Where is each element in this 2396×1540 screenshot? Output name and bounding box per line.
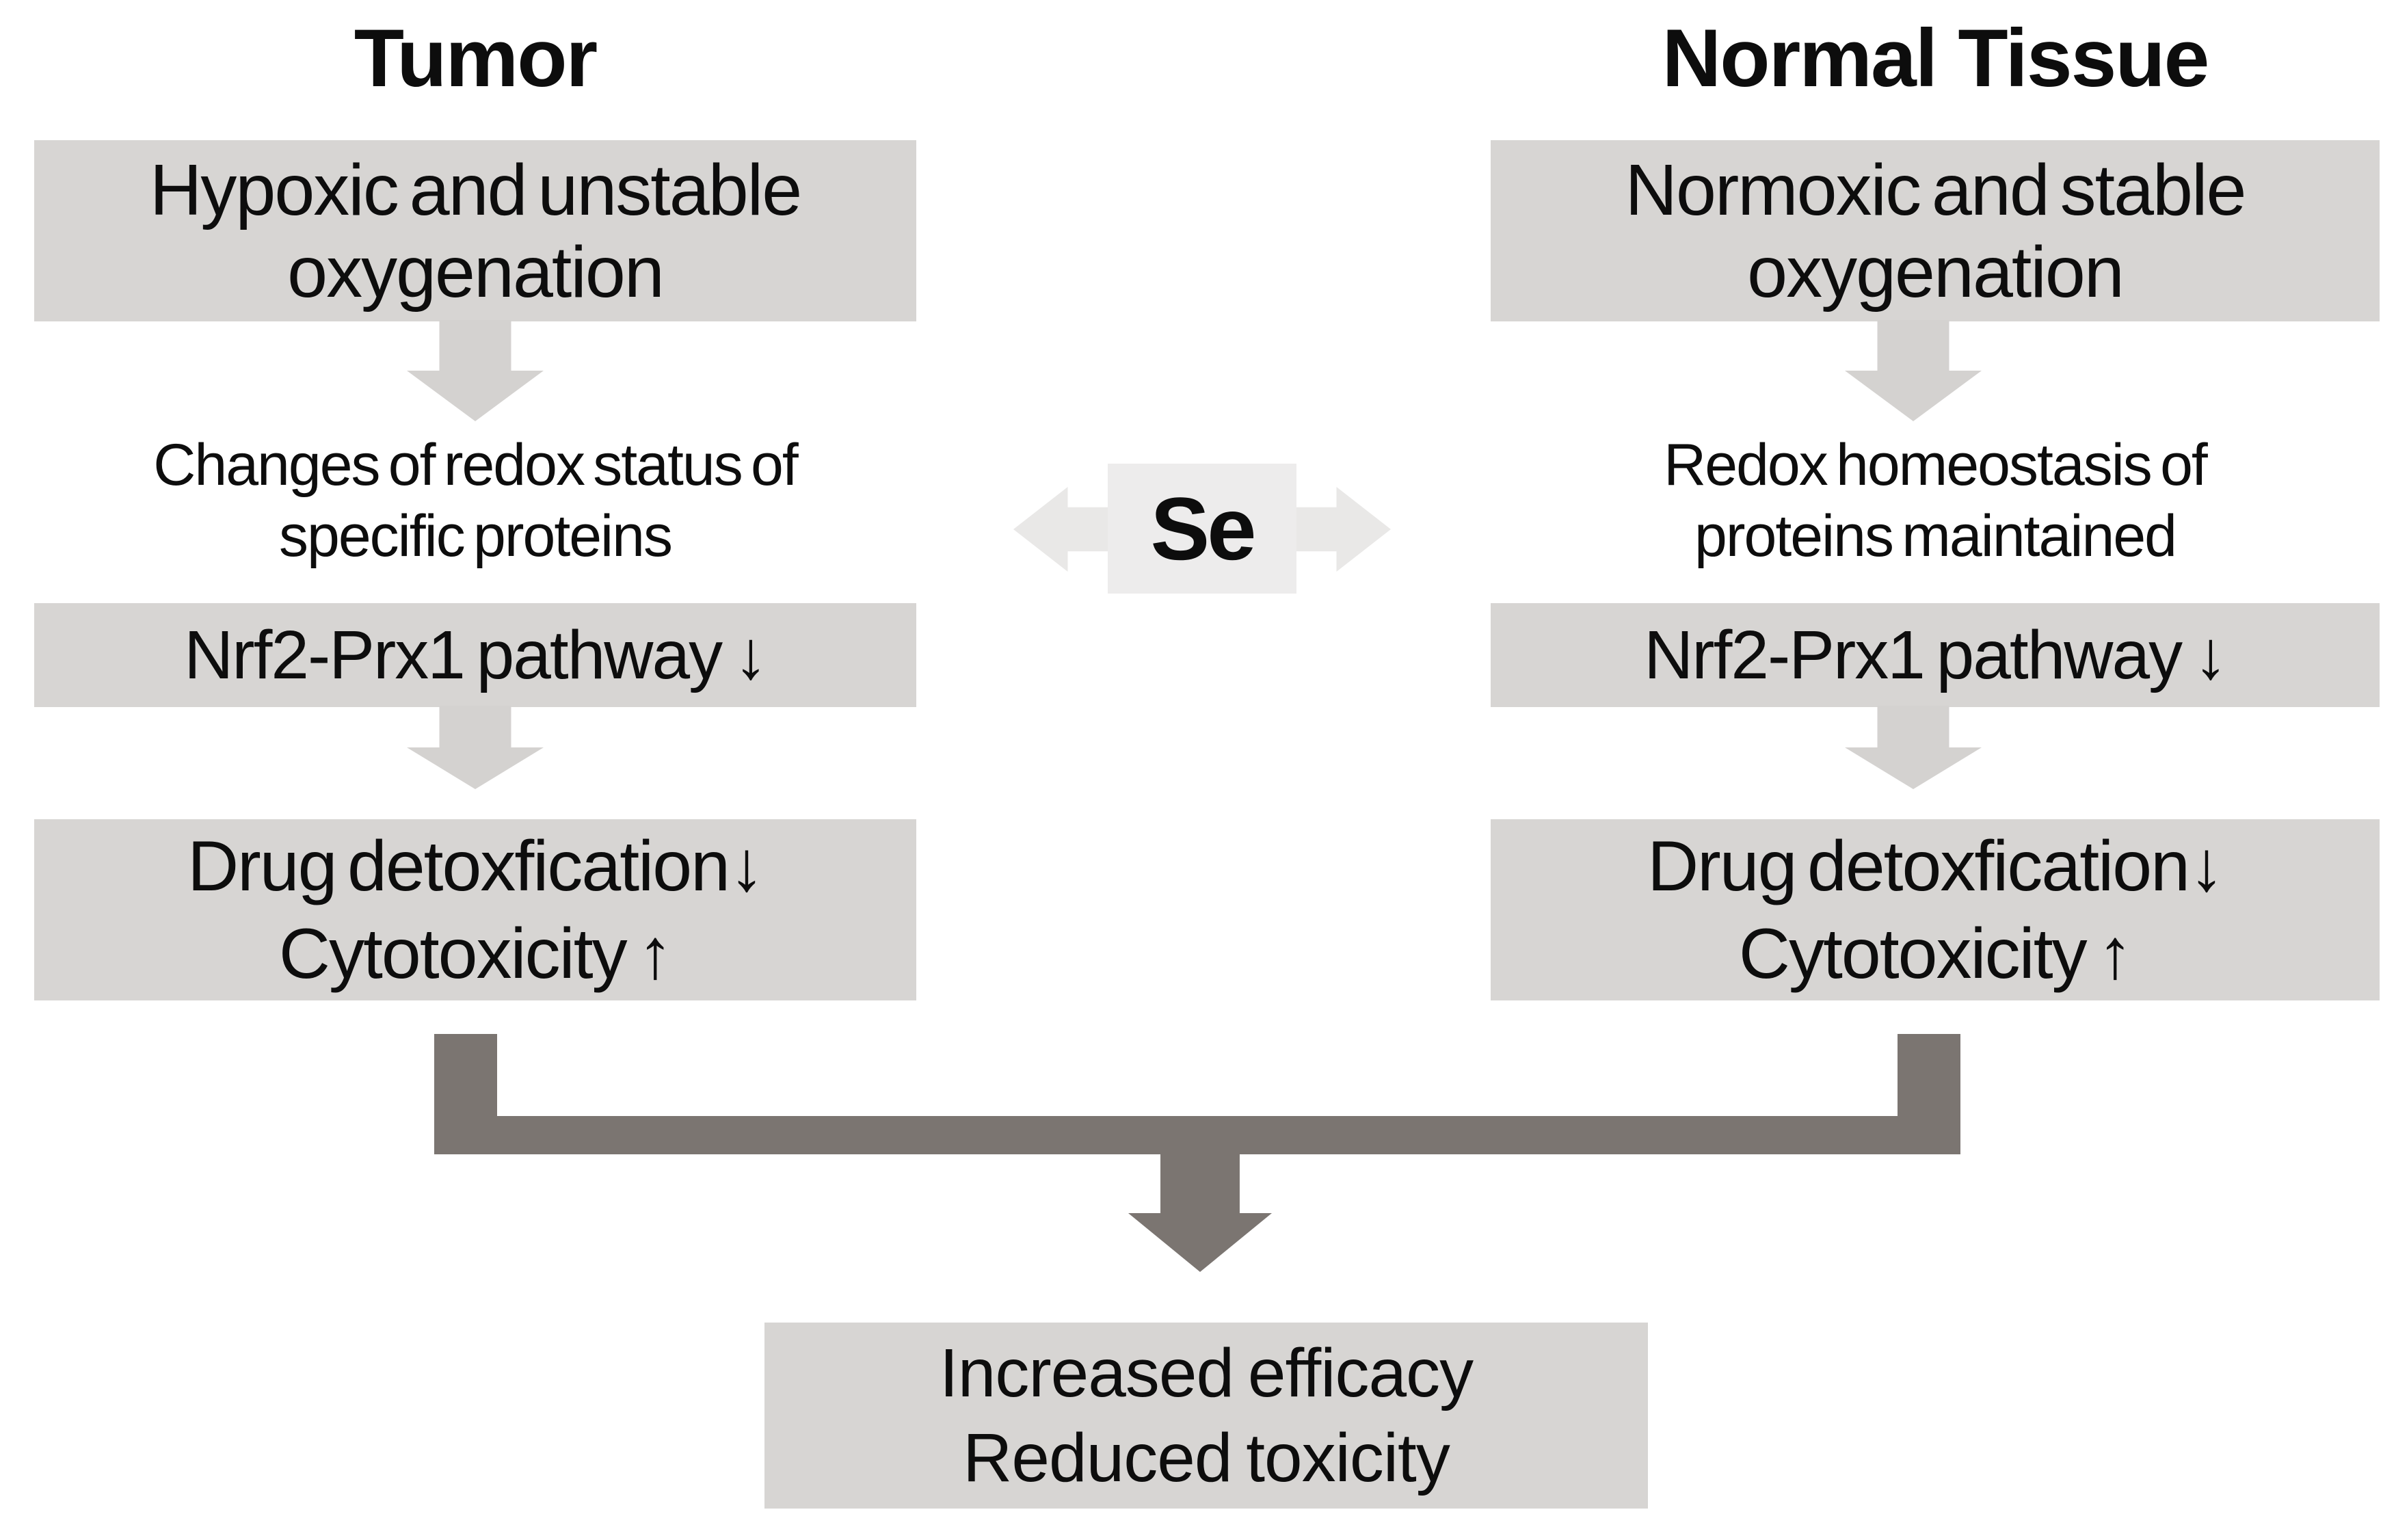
normal-redox-note: Redox homeostasis of proteins maintained — [1491, 429, 2380, 572]
normal-down-arrow-icon-1 — [1845, 320, 1982, 421]
tumor-effect-line2: Cytotoxicity ↑ — [278, 914, 673, 994]
tumor-nrf2-pathway-label: Nrf2-Prx1 pathway ↓ — [184, 617, 768, 693]
normal-redox-note-line2: proteins maintained — [1694, 503, 2177, 569]
normal-oxygenation-box: Normoxic and stable oxygenation — [1491, 140, 2380, 321]
tumor-redox-note-line1: Changes of redox status of — [153, 432, 798, 498]
outcome-box: Increased efficacy Reduced toxicity — [764, 1323, 1648, 1509]
selenium-element-box: Se — [1108, 464, 1296, 594]
normal-effect-line1: Drug detoxfication↓ — [1647, 826, 2224, 906]
se-right-arrow-icon — [1294, 487, 1391, 572]
tumor-redox-note: Changes of redox status of specific prot… — [34, 429, 916, 572]
tumor-oxygenation-line2: oxygenation — [287, 231, 665, 313]
merge-connector-horizontal-bar — [434, 1116, 1960, 1154]
normal-nrf2-pathway-label: Nrf2-Prx1 pathway ↓ — [1644, 617, 2228, 693]
tumor-column-title: Tumor — [354, 12, 598, 104]
normal-effect-line2: Cytotoxicity ↑ — [1738, 914, 2133, 994]
normal-redox-note-line1: Redox homeostasis of — [1664, 432, 2208, 498]
merge-down-arrow-icon — [1128, 1154, 1272, 1272]
tumor-redox-note-line2: specific proteins — [278, 503, 673, 569]
normal-tissue-column-title: Normal Tissue — [1662, 12, 2210, 104]
tumor-down-arrow-icon-2 — [407, 706, 544, 789]
outcome-line1: Increased efficacy — [939, 1335, 1474, 1411]
normal-oxygenation-line1: Normoxic and stable — [1625, 149, 2246, 230]
tumor-down-arrow-icon-1 — [407, 320, 544, 421]
normal-down-arrow-icon-2 — [1845, 706, 1982, 789]
se-left-arrow-icon — [1013, 487, 1110, 572]
tumor-oxygenation-box: Hypoxic and unstable oxygenation — [34, 140, 916, 321]
tumor-nrf2-pathway-box: Nrf2-Prx1 pathway ↓ — [34, 603, 916, 707]
tumor-effect-line1: Drug detoxfication↓ — [187, 826, 764, 906]
selenium-label: Se — [1150, 479, 1256, 579]
normal-oxygenation-line2: oxygenation — [1747, 231, 2125, 313]
outcome-line2: Reduced toxicity — [963, 1420, 1450, 1496]
tumor-oxygenation-line1: Hypoxic and unstable — [149, 149, 802, 230]
normal-nrf2-pathway-box: Nrf2-Prx1 pathway ↓ — [1491, 603, 2380, 707]
tumor-effect-box: Drug detoxfication↓ Cytotoxicity ↑ — [34, 819, 916, 1000]
normal-effect-box: Drug detoxfication↓ Cytotoxicity ↑ — [1491, 819, 2380, 1000]
